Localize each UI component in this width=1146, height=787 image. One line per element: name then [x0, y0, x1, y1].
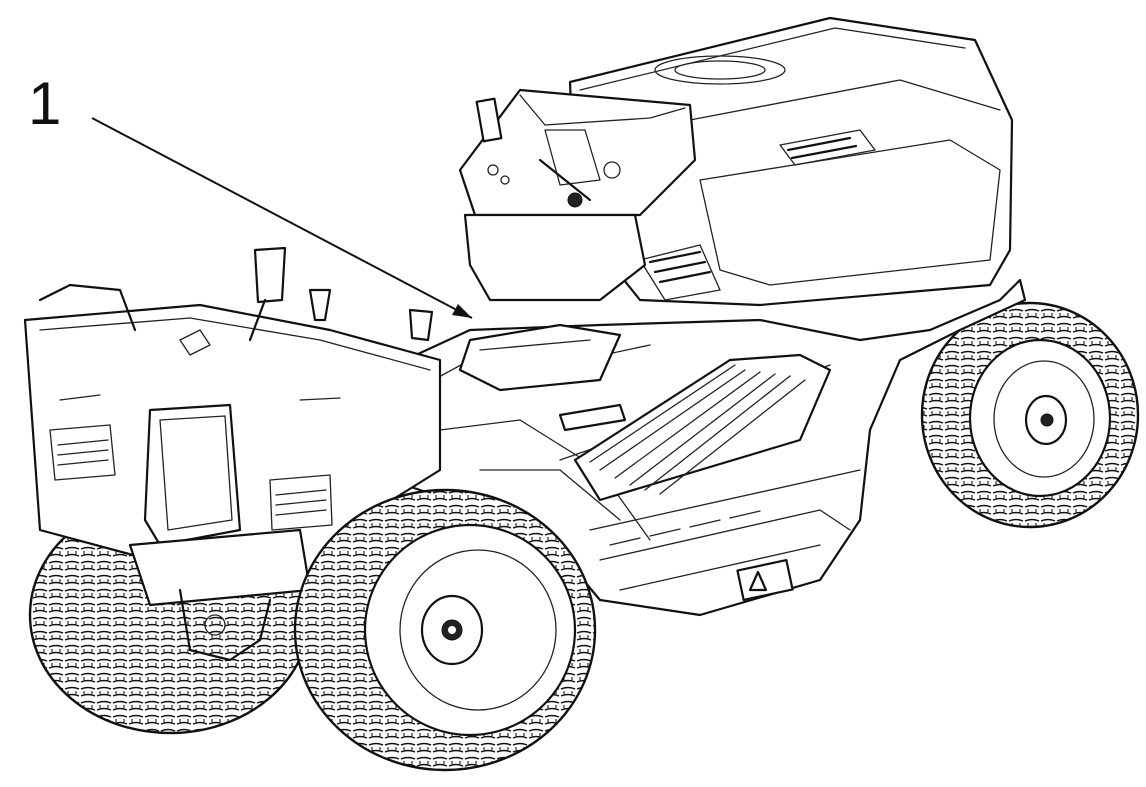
dashboard — [458, 88, 697, 302]
callout-label-1: 1 — [28, 70, 62, 137]
chassis — [338, 278, 1027, 617]
rear-fender — [23, 246, 442, 662]
callout-leader-line — [91, 117, 473, 319]
callout-arrowhead — [452, 304, 472, 318]
front-wheel-right — [920, 301, 1140, 529]
rear-wheel-right — [293, 488, 597, 772]
hood — [568, 16, 1014, 307]
